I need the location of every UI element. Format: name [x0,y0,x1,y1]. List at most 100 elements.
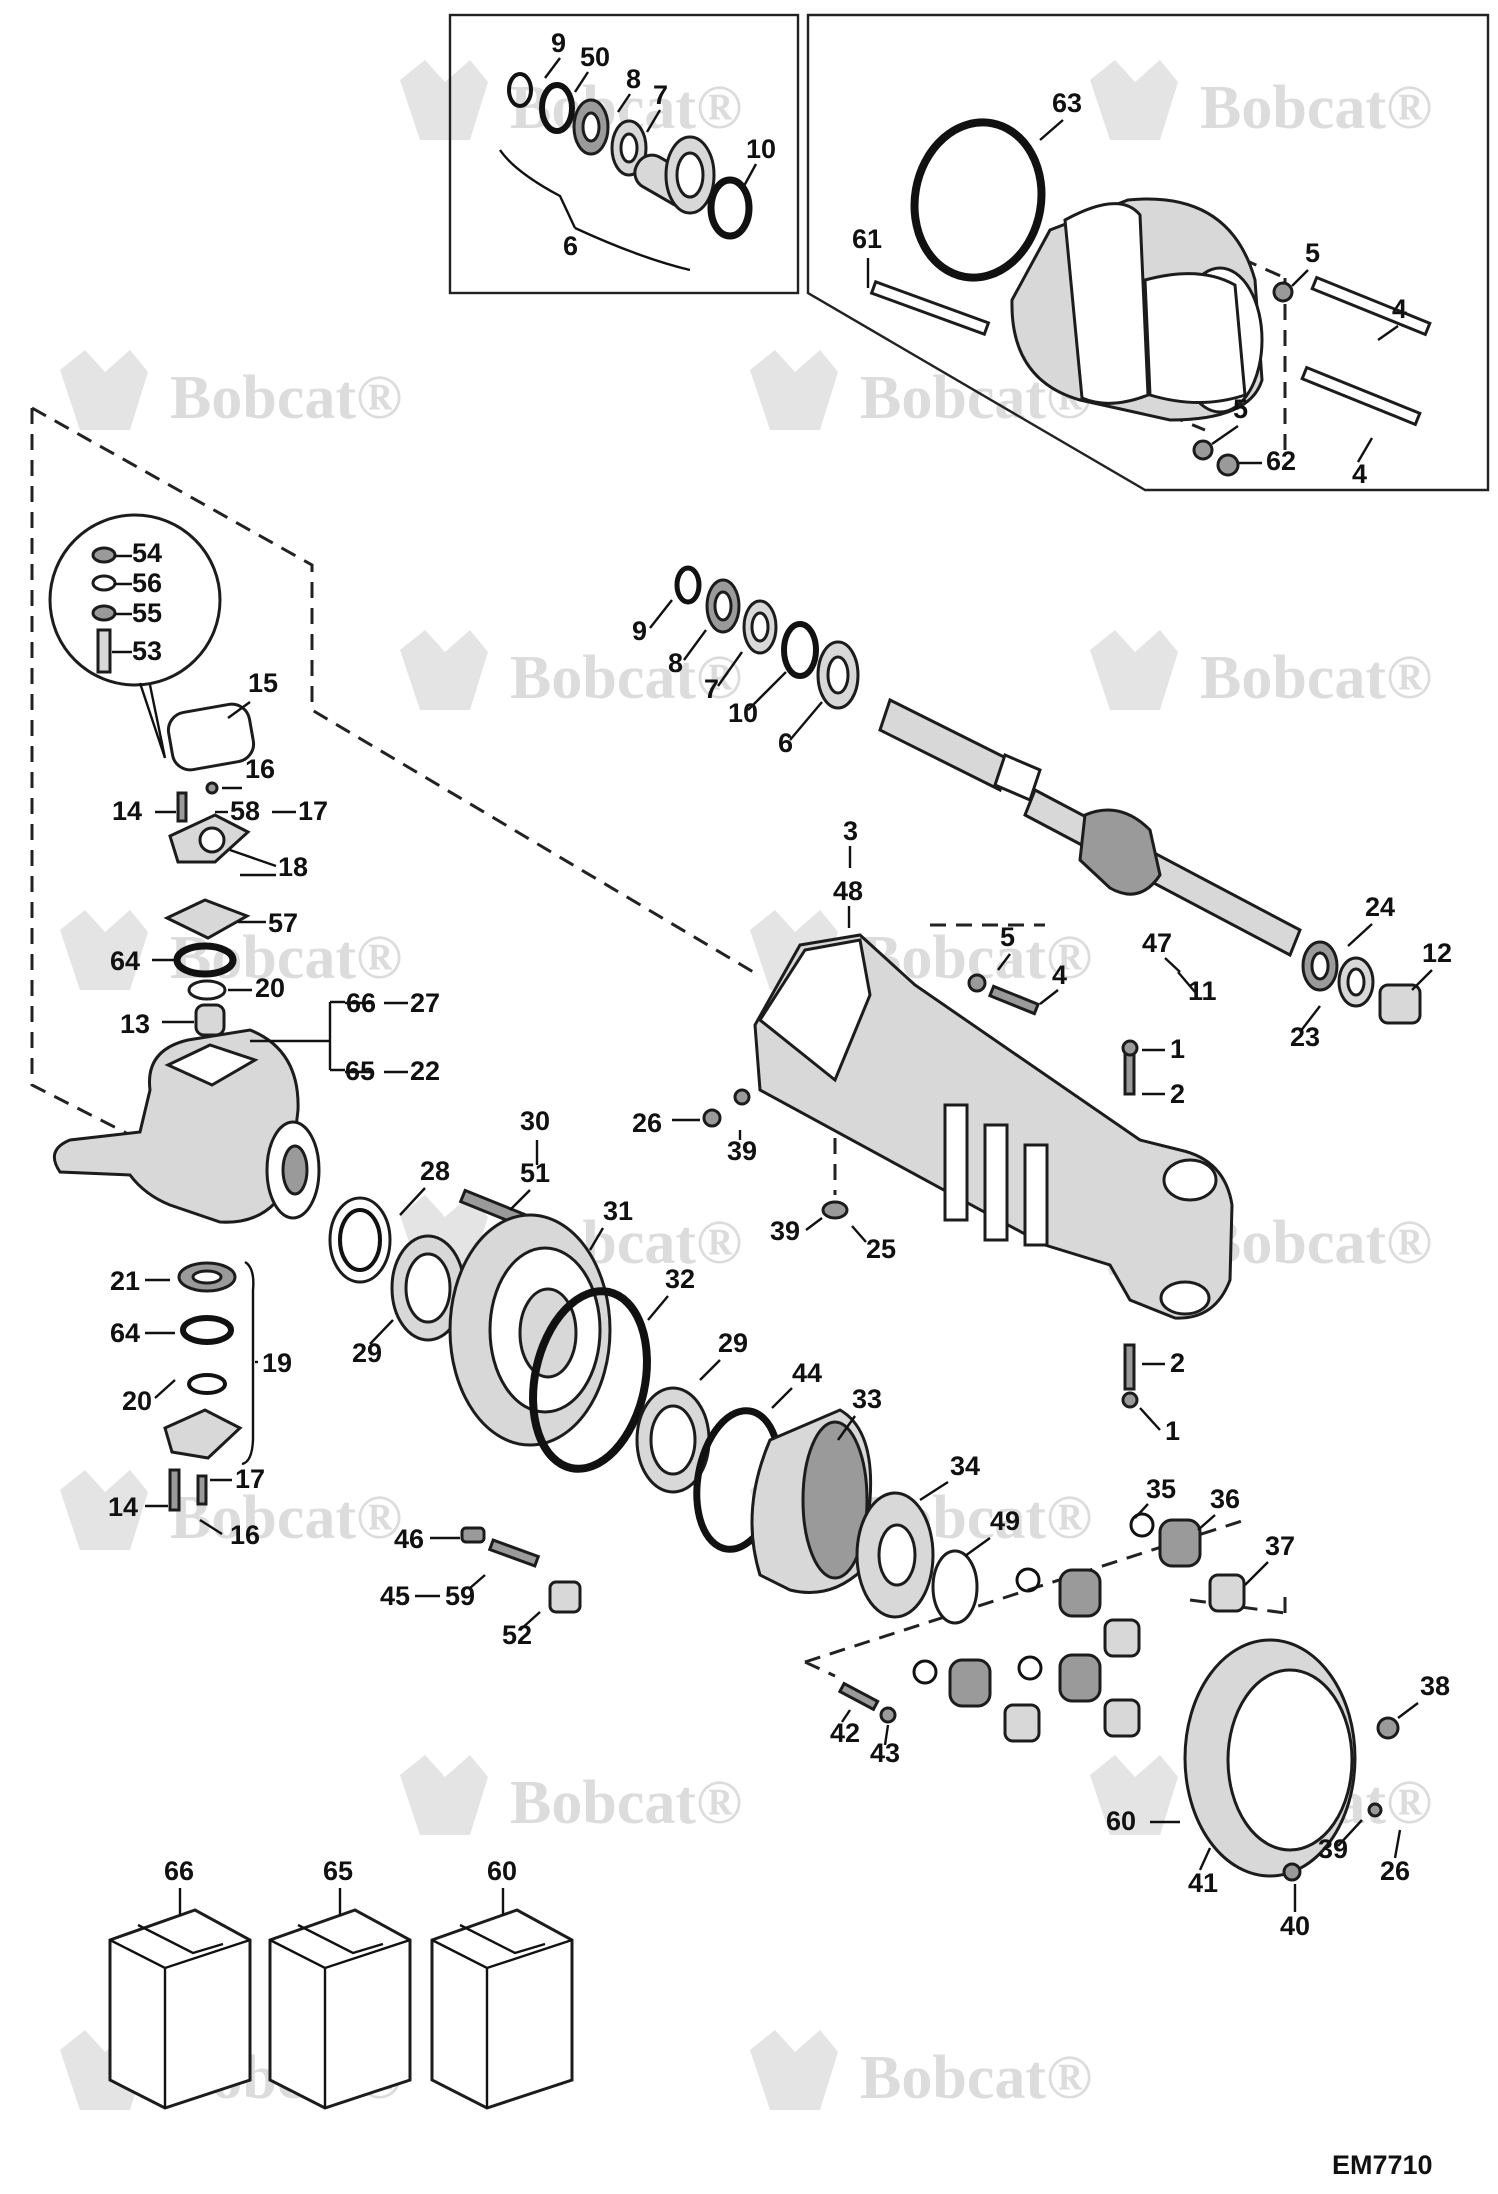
snap-ring [674,565,702,605]
motor-bolt [1300,365,1422,427]
motor-o-ring [910,118,1046,282]
watermark-layer: Bobcat®Bobcat®Bobcat®Bobcat®Bobcat®Bobca… [60,60,1432,2112]
bearing-inner [750,611,770,643]
callout: 6 [563,231,578,261]
callout-leader [771,1387,793,1409]
callout: 14 [112,796,176,826]
kit-box [108,1908,252,2110]
callout: 2 [1142,1079,1185,1109]
callout: 1 [1142,1034,1185,1064]
callout-number: 54 [132,538,162,568]
callout-number: 29 [352,1338,382,1368]
callout: 18 [229,848,308,882]
bearing-ring-inner [619,132,639,164]
callout-leader [683,629,707,661]
grease-cap [166,702,256,772]
bearing-cup [194,1003,226,1037]
callout-number: 14 [112,796,142,826]
callout-number: 40 [1280,1911,1310,1941]
knuckle-hub-bore [281,1144,309,1196]
callout-leader [1039,989,1059,1005]
callout-number: 20 [122,1386,152,1416]
callout-leader [399,1187,426,1216]
bobcat-logo-icon [1090,60,1178,140]
callout-number: 50 [580,42,610,72]
callout-leader [1337,1819,1363,1847]
bobcat-logo-icon [60,1470,148,1550]
watermark-text: Bobcat® [1200,1209,1432,1277]
callout-leader [1347,923,1373,947]
callout-number: 36 [1210,1484,1240,1514]
planet-gear [1058,1653,1102,1703]
callout-leader [747,671,787,711]
tapered-bearing-inner [404,1252,452,1324]
callout-number: 53 [132,636,162,666]
callout-number: 4 [1052,960,1067,990]
callout: 42 [830,1709,860,1748]
callout-number: 9 [551,28,566,58]
kit-box-edges [109,1923,251,2108]
callout-number: 51 [520,1158,550,1188]
callout-number: 39 [1318,1834,1348,1864]
breather [702,1108,722,1128]
watermark-text: Bobcat® [1200,74,1432,142]
callout-leader [699,1359,721,1381]
callout: 7 [645,80,668,133]
callout-number: 14 [108,1492,138,1522]
callout: 45 [380,1581,440,1611]
bobcat-logo-icon [750,2030,838,2110]
callout-leader [964,1537,991,1557]
kit-box-icon [430,1908,574,2110]
kit-box-edges [269,1923,411,2108]
kit-box [268,1908,412,2110]
callout: 37 [1244,1531,1295,1586]
upper-grease-fitting [205,781,219,795]
callout-number: 26 [632,1108,662,1138]
callout-number: 19 [262,1348,292,1378]
detail-pointer [138,682,167,759]
shim-stack-icon [96,628,112,674]
callout-number: 65 [323,1856,353,1886]
callout: 20 [122,1379,176,1416]
callout: 63 [1039,88,1082,141]
kit-box [430,1908,574,2110]
callout-leader [1393,1829,1402,1859]
callout-leader [717,651,743,687]
callout: 41 [1188,1847,1218,1898]
bobcat-logo-icon [750,350,838,430]
callout-leader [1039,119,1064,141]
planet-gear [948,1658,992,1708]
callout: 53 [112,636,162,666]
callout-leader [647,1295,669,1321]
callout-leader [851,1225,867,1243]
callout: 60 [1106,1806,1180,1836]
planet-roller [1103,1698,1141,1738]
callout: 64 [110,946,175,976]
drain-plug [821,1200,849,1220]
callout-number: 25 [866,1234,896,1264]
callout: 26 [1380,1829,1410,1886]
callout: 23 [1290,1005,1321,1052]
callout: 2 [1142,1348,1185,1378]
callout-leader [229,848,277,877]
callout: 17 [272,796,328,826]
callout-number: 52 [502,1620,532,1650]
callout-number: 18 [278,852,308,882]
planet-washer [912,1659,938,1685]
callout-number: 39 [770,1216,800,1246]
callout-leader [1177,971,1196,993]
callout-number: 31 [603,1196,633,1226]
seal-ring-inner [581,111,601,143]
carrier-pin [837,1681,880,1712]
ring-gear-teeth [801,1420,869,1580]
bobcat-watermark: Bobcat® [400,1755,742,1837]
callout-number: 24 [1365,892,1395,922]
callout: 8 [617,64,641,113]
callout-leader [1411,969,1433,991]
callout: 55 [114,598,162,628]
callout-leader [469,1574,486,1589]
callout: 11 [1177,971,1217,1006]
axle-housing-group [702,933,1234,1409]
kit-box-icon [108,1908,252,2110]
